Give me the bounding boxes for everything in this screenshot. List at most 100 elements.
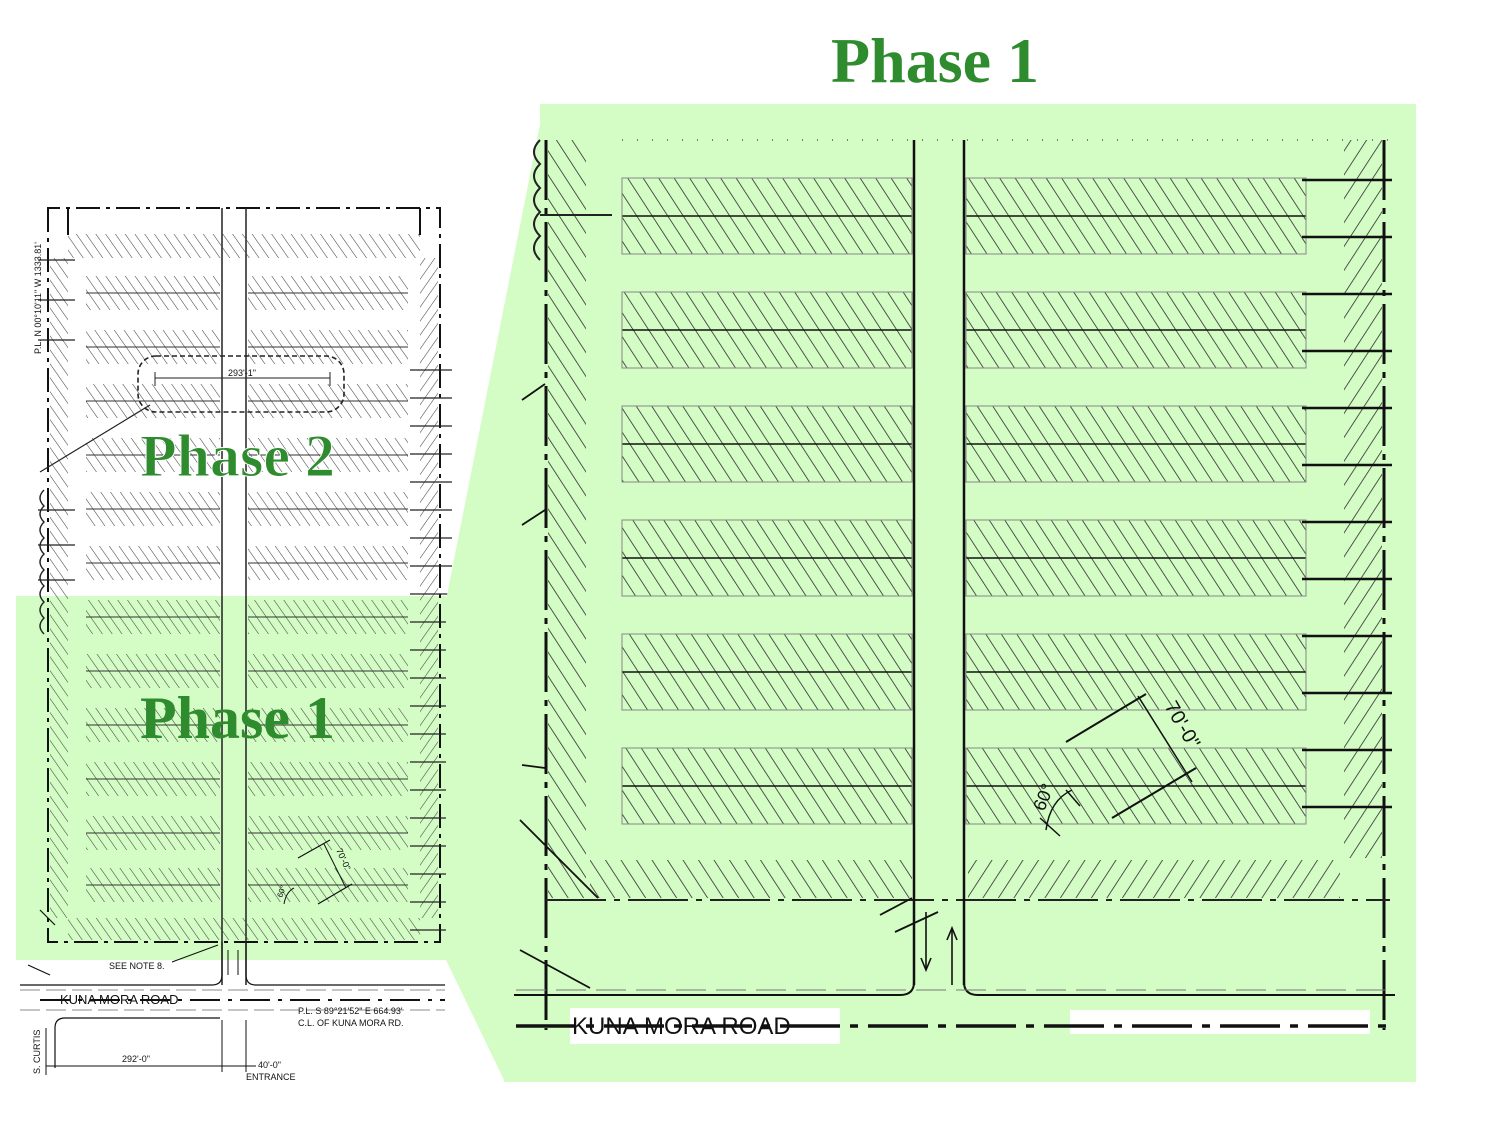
overview-parking-bay (248, 617, 408, 634)
overview-entrance: ENTRANCE (246, 1072, 296, 1082)
detail-edge-ticks (1302, 178, 1392, 809)
detail-parking-bay (622, 786, 912, 824)
overview-parking-bay (248, 438, 408, 455)
overview-centerline: C.L. OF KUNA MORA RD. (298, 1018, 404, 1028)
overview-parking-bay (86, 868, 220, 885)
detail-road-strip-2 (1070, 1010, 1370, 1034)
overview-parking-bay (248, 779, 408, 796)
overview-parking-bay (86, 276, 220, 293)
detail-row-dimension (1039, 693, 1197, 837)
overview-parking-bay (86, 401, 220, 418)
overview-parking-bay (86, 779, 220, 796)
detail-left-hatch (548, 140, 586, 898)
overview-parking-bay (248, 708, 408, 725)
detail-parking-bay (966, 406, 1306, 444)
overview-parking-bay (248, 563, 408, 580)
overview-parking-bay (248, 600, 408, 617)
detail-plan: KUNA MORA ROAD 70'-0" 60° Phase 1 (504, 25, 1416, 1082)
detail-bay-outline (621, 177, 913, 255)
overview-south-line: P.L. S 89°21'52" E 664.93' (298, 1006, 403, 1016)
overview-dim-entrance: 40'-0" (258, 1060, 281, 1070)
overview-parking-bay (86, 816, 220, 833)
overview-parking-bay (248, 762, 408, 779)
overview-side-cloud (39, 489, 45, 635)
overview-parking-bay (86, 762, 220, 779)
overview-parking-bay (248, 885, 408, 902)
overview-curtis: S. CURTIS (32, 1030, 42, 1074)
detail-parking-bay (966, 292, 1306, 330)
detail-parking-bay (622, 558, 912, 596)
overview-parking-bay (86, 546, 220, 563)
detail-parking-bay (966, 786, 1306, 824)
detail-bay-outline (965, 177, 1307, 255)
detail-parking-bay (966, 178, 1306, 216)
overview-parking-bay (248, 654, 408, 671)
overview-bottom-hatch (68, 918, 420, 940)
detail-parking-bay (622, 330, 912, 368)
detail-parking-bay (966, 634, 1306, 672)
overview-parking-bay (86, 600, 220, 617)
detail-leader-arrows (519, 383, 939, 989)
overview-revision-cloud (137, 355, 345, 413)
overview-parking-bay (248, 293, 408, 310)
detail-parking-bay (966, 444, 1306, 482)
detail-road-name: KUNA MORA ROAD (572, 1013, 791, 1040)
detail-bay-outline (621, 747, 913, 825)
overview-parking-bay (248, 671, 408, 688)
detail-bay-outline (965, 405, 1307, 483)
overview-parking-bay (248, 401, 408, 418)
detail-bay-outline (965, 519, 1307, 597)
detail-parking-bay (966, 672, 1306, 710)
detail-parking-bay (966, 216, 1306, 254)
detail-parking-bay (622, 672, 912, 710)
overview-parking-bay (248, 509, 408, 526)
overview-road-area: SEE NOTE 8. KUNA MORA ROAD P.L. S 89°21'… (20, 909, 445, 1082)
overview-parking-bay (248, 276, 408, 293)
detail-bay-outline (621, 633, 913, 711)
detail-bay-outline (965, 291, 1307, 369)
detail-side-cloud (533, 139, 542, 261)
detail-parking-bay (966, 558, 1306, 596)
overview-see-note: SEE NOTE 8. (109, 961, 165, 971)
overview-parking-bay (86, 330, 220, 347)
overview-parking-bay (248, 868, 408, 885)
detail-bay-outline (621, 405, 913, 483)
overview-parking-bay (86, 509, 220, 526)
overview-edge-ticks (38, 259, 452, 931)
overview-dim-left: 292'-0" (122, 1054, 150, 1064)
overview-right-hatch (420, 258, 438, 918)
detail-parking-bay (622, 292, 912, 330)
overview-parking-bay (248, 816, 408, 833)
overview-phase2-label: Phase 2 (140, 423, 335, 489)
detail-parking-bay (622, 520, 912, 558)
overview-parking-bay (248, 725, 408, 742)
detail-parking-bay (622, 444, 912, 482)
overview-north-line: P.L. N 00°10'11" W 1333.81' (33, 242, 43, 354)
detail-right-hatch (1344, 140, 1382, 858)
detail-parking-bay (622, 178, 912, 216)
detail-entrance (514, 900, 1395, 996)
overview-plan: 293'-1" P.L. N 00°10'11" W 1333.81' 70'-… (16, 207, 452, 1082)
detail-parking-bay (622, 406, 912, 444)
overview-parking-bay (86, 455, 220, 472)
overview-parking-bay (86, 438, 220, 455)
overview-parking-bay (248, 492, 408, 509)
overview-parking-bay (86, 671, 220, 688)
overview-top-hatch (68, 234, 420, 258)
overview-parking-bay (86, 384, 220, 401)
detail-parking-bay (966, 330, 1306, 368)
detail-parking-bay (966, 520, 1306, 558)
detail-parking-bay (622, 748, 912, 786)
overview-parking-bay (86, 885, 220, 902)
overview-parking-bay (86, 492, 220, 509)
detail-parking-bay (622, 216, 912, 254)
overview-parking-bay (86, 654, 220, 671)
detail-bottom-hatch-left (590, 860, 912, 898)
overview-parking-bay (86, 563, 220, 580)
overview-parking-bay (86, 725, 220, 742)
detail-phase-label: Phase 1 (831, 25, 1039, 96)
overview-boundary (47, 207, 441, 943)
overview-parking-bay (86, 708, 220, 725)
overview-angle: 60° (275, 884, 288, 898)
